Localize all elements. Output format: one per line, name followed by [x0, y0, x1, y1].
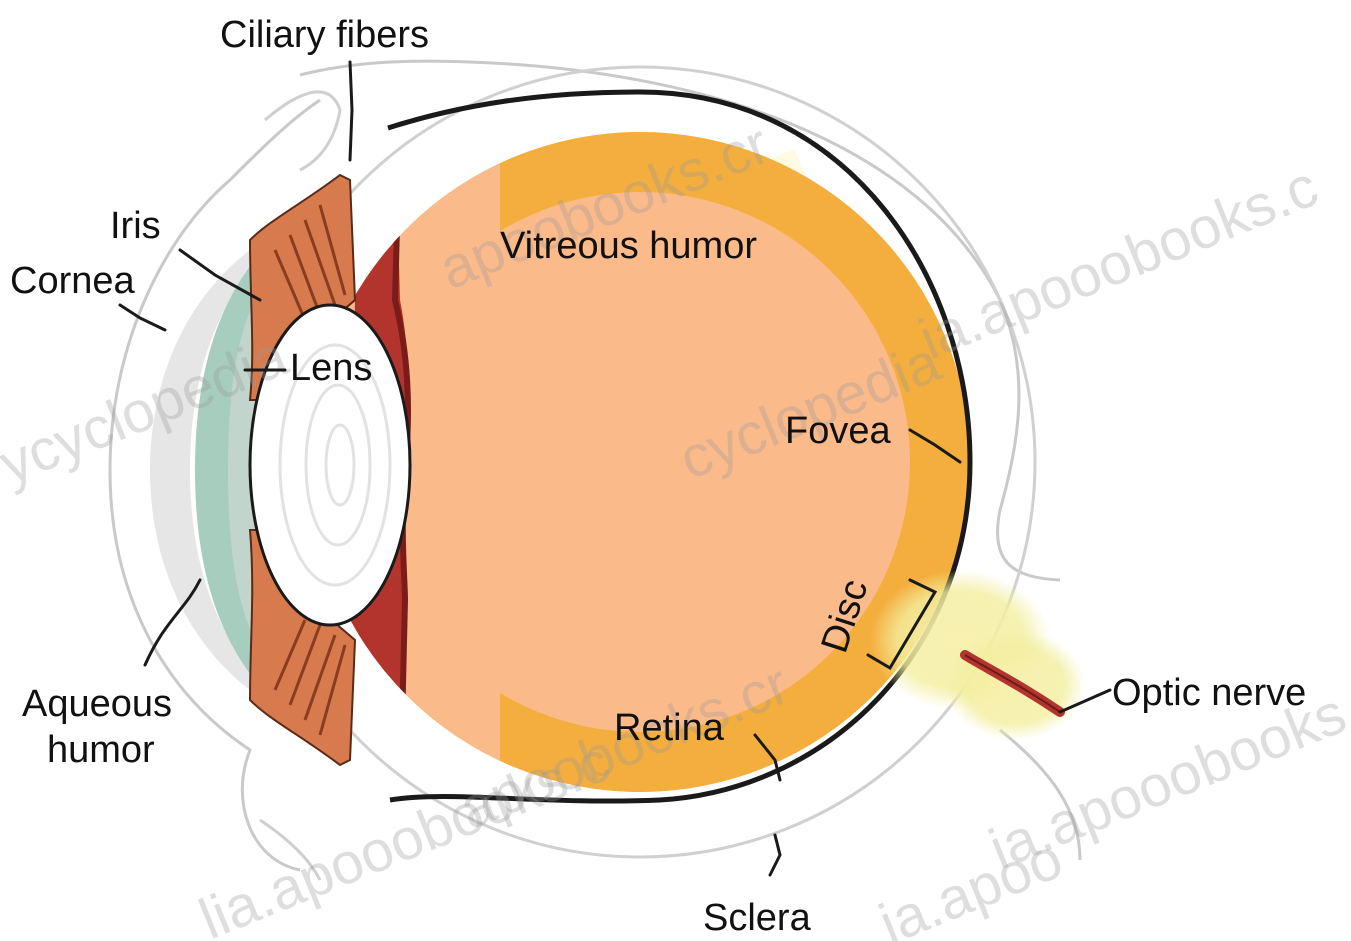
label-retina: Retina: [614, 707, 725, 749]
label-iris: Iris: [110, 205, 161, 247]
leader-ciliary: [350, 62, 352, 160]
label-aqueous-line1: Aqueous: [22, 683, 172, 725]
label-sclera: Sclera: [703, 897, 812, 939]
watermark-2: ia.apooobooks.c: [911, 154, 1327, 373]
label-fovea: Fovea: [785, 410, 891, 452]
label-vitreous-humor: Vitreous humor: [500, 225, 757, 267]
watermark-8: ia.apoo: [871, 826, 1072, 941]
label-aqueous-line2: humor: [47, 729, 155, 771]
label-lens: Lens: [290, 347, 372, 389]
label-optic-nerve: Optic nerve: [1112, 672, 1306, 714]
label-cornea: Cornea: [10, 260, 135, 302]
label-ciliary-fibers: Ciliary fibers: [220, 14, 429, 56]
leader-sclera: [770, 835, 780, 875]
